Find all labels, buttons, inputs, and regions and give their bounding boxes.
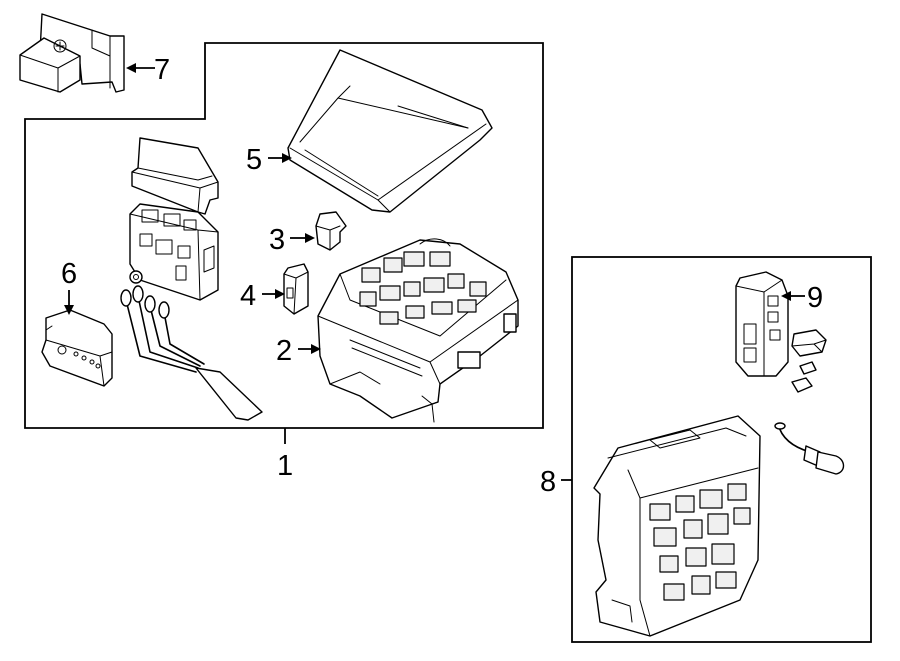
- callout-arrows: [64, 63, 805, 481]
- callout-7: 7: [154, 54, 170, 86]
- callout-3: 3: [269, 224, 285, 256]
- mini-fuses: [791, 361, 817, 393]
- relay-box-cover: [131, 137, 219, 215]
- part-6-bracket: [41, 309, 113, 387]
- small-relay: [791, 329, 827, 357]
- callout-2: 2: [276, 335, 292, 367]
- bulb-socket: [774, 422, 845, 475]
- part-9-junction-block: [735, 271, 789, 377]
- part-8-control-module: [593, 415, 761, 637]
- secondary-assembly-frame: [571, 256, 872, 643]
- part-3-relay: [315, 211, 347, 251]
- callout-5: 5: [246, 144, 262, 176]
- main-assembly-frame: [24, 42, 544, 429]
- callout-9: 9: [807, 282, 823, 314]
- wiring-harness: [120, 270, 263, 421]
- part-5-top-cover: [287, 49, 493, 213]
- part-7-terminal-cover: [19, 13, 125, 93]
- part-4-relay: [283, 263, 309, 315]
- part-2-fuse-box: [317, 238, 519, 423]
- relay-block: [129, 203, 219, 301]
- callout-8: 8: [540, 466, 556, 498]
- callout-1: 1: [277, 450, 293, 482]
- callout-6: 6: [61, 258, 77, 290]
- callout-4: 4: [240, 280, 256, 312]
